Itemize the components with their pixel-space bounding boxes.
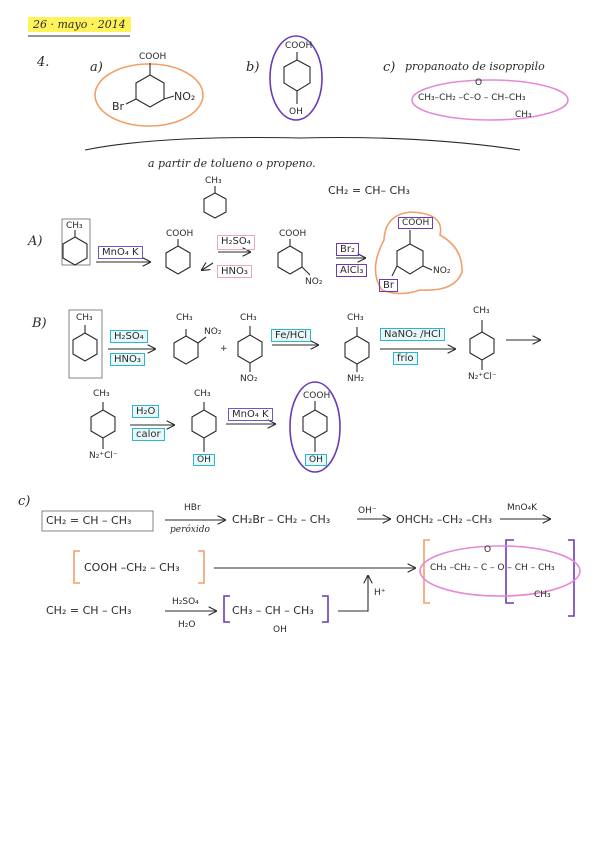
route-a-final-br: Br <box>379 279 398 292</box>
route-a-no2: NO₂ <box>305 277 323 287</box>
route-c-bromide: CH₂Br – CH₂ – CH₃ <box>232 513 331 526</box>
reagent-h2so4-a: H₂SO₄ <box>217 235 255 250</box>
route-a-final-cooh: COOH <box>398 217 434 229</box>
route-b-ring-amine <box>344 335 370 365</box>
reagent-br2: Br₂ <box>336 243 359 256</box>
reagent-alcl3: AlCl₃ <box>336 264 368 277</box>
route-c-alcohol: OHCH₂ –CH₂ –CH₃ <box>396 513 493 526</box>
benzene-ring-b <box>283 59 311 92</box>
reagent-fe-hcl: Fe/HCl <box>271 329 312 342</box>
reagent-hno3-a: HNO₃ <box>217 265 252 278</box>
route-a-ring-1 <box>62 236 88 266</box>
route-b-ring-row2 <box>90 409 116 439</box>
part-a-label: a) <box>90 60 103 75</box>
route-b-ortho-no2: NO₂ <box>204 327 222 337</box>
route-c-acid: COOH –CH₂ – CH₃ <box>84 561 180 574</box>
route-c-isopropanol-oh: OH <box>273 625 287 635</box>
route-b-final-oh: OH <box>305 454 327 466</box>
route-b-row2-ch3: CH₃ <box>93 389 110 399</box>
route-c-arrow-merge <box>338 576 368 612</box>
route-b-ch3-start: CH₃ <box>76 313 93 323</box>
route-b-ring-final <box>302 409 328 439</box>
route-a-ch3: CH₃ <box>66 221 83 231</box>
route-b-amine-nh2: NH₂ <box>347 374 365 384</box>
route-b-amine-ch3: CH₃ <box>347 313 364 323</box>
route-b-plus: + <box>220 344 228 354</box>
part-c-formula: CH₃–CH₂ –C–O – CH–CH₃ <box>418 93 526 103</box>
route-b-phenol-oh: OH <box>193 454 215 466</box>
route-a-ring-2 <box>165 245 191 275</box>
part-b-cooh: COOH <box>285 41 313 51</box>
route-b-para-no2: NO₂ <box>240 374 258 384</box>
reagent-mno4k-b: MnO₄ K <box>228 408 273 421</box>
reagent-nano2-hcl: NaNO₂ /HCl <box>380 328 445 341</box>
part-c-name: propanoato de isopropilo <box>405 60 545 73</box>
route-a-ring-3 <box>277 245 303 275</box>
route-b-label: B) <box>32 316 47 331</box>
route-c-label: c) <box>18 494 31 509</box>
highlight-ellipse-a <box>94 63 204 127</box>
route-c-isopropanol: CH₃ – CH – CH₃ <box>232 604 314 617</box>
reagent-peroxido: peróxido <box>170 525 210 535</box>
part-a-cooh: COOH <box>139 52 167 62</box>
route-a-cooh-1: COOH <box>166 229 194 239</box>
reagent-oh-minus: OH⁻ <box>358 506 377 516</box>
part-a-br: Br <box>112 100 125 113</box>
part-c-ch3: CH₃ <box>515 110 532 120</box>
highlight-target-a <box>374 211 463 295</box>
route-b-start-box <box>68 309 103 379</box>
problem-number: 4. <box>37 55 50 70</box>
reagent-mno4k-c: MnO₄K <box>507 503 538 513</box>
route-a-ring-final <box>396 243 424 275</box>
route-b-phenol-ch3: CH₃ <box>194 389 211 399</box>
reagent-mno4k-a: MnO₄ K <box>98 246 143 259</box>
reagent-h2o: H₂O <box>132 405 160 418</box>
route-b-ring-ortho <box>173 335 199 365</box>
highlight-target-c <box>419 545 581 597</box>
highlight-ellipse-b <box>269 35 323 121</box>
route-a-label: A) <box>28 234 43 249</box>
route-b-ring-para <box>237 334 263 364</box>
toluene-ch3: CH₃ <box>205 176 222 186</box>
route-b-diazo-ch3: CH₃ <box>473 306 490 316</box>
reagent-frio: frío <box>393 352 418 365</box>
part-b-oh: OH <box>289 107 303 117</box>
route-a-cooh-2: COOH <box>279 229 307 239</box>
reagent-hbr: HBr <box>184 503 201 513</box>
route-b-final-cooh: COOH <box>303 391 331 401</box>
route-b-para-ch3: CH₃ <box>240 313 257 323</box>
reagent-calor: calor <box>132 428 165 441</box>
part-b-label: b) <box>246 60 260 75</box>
route-b-ring-phenol <box>191 409 217 439</box>
propene-formula: CH₂ = CH– CH₃ <box>328 184 410 197</box>
benzene-ring-a <box>135 74 165 108</box>
separator-curve <box>84 136 521 151</box>
route-a-final-no2: NO₂ <box>433 266 451 276</box>
reagent-h2so4-b: H₂SO₄ <box>110 330 148 343</box>
route-c-ester-o: O <box>484 545 492 555</box>
part-a-no2: NO₂ <box>174 90 196 103</box>
part-c-label: c) <box>383 60 396 75</box>
route-c-ester-ch3: CH₃ <box>534 590 551 600</box>
route-b-row2-diazo: N₂⁺Cl⁻ <box>89 451 118 461</box>
highlight-target-b <box>289 381 341 473</box>
highlight-ellipse-c <box>411 79 569 121</box>
route-b-ring-1 <box>72 332 98 362</box>
route-c-ester: CH₃ –CH₂ – C – O – CH – CH₃ <box>430 563 555 573</box>
route-c-h-plus: H⁺ <box>374 588 386 598</box>
route-c-propene-1: CH₂ = CH – CH₃ <box>46 514 132 527</box>
date-badge: 26 · mayo · 2014 <box>28 17 131 32</box>
part-c-carbonyl-o: O <box>475 78 483 88</box>
route-c-start-box <box>41 510 154 532</box>
reagent-hno3-b: HNO₃ <box>110 353 145 366</box>
route-b-ring-diazo <box>469 331 495 361</box>
route-b-diazo-group: N₂⁺Cl⁻ <box>468 372 497 382</box>
toluene-ring <box>203 192 227 219</box>
route-b-ortho-ch3: CH₃ <box>176 313 193 323</box>
subtitle: a partir de tolueno o propeno. <box>148 157 316 170</box>
reagent-h2o-c: H₂O <box>178 620 196 630</box>
reagent-h2so4-c: H₂SO₄ <box>172 597 199 607</box>
route-c-propene-2: CH₂ = CH – CH₃ <box>46 604 132 617</box>
